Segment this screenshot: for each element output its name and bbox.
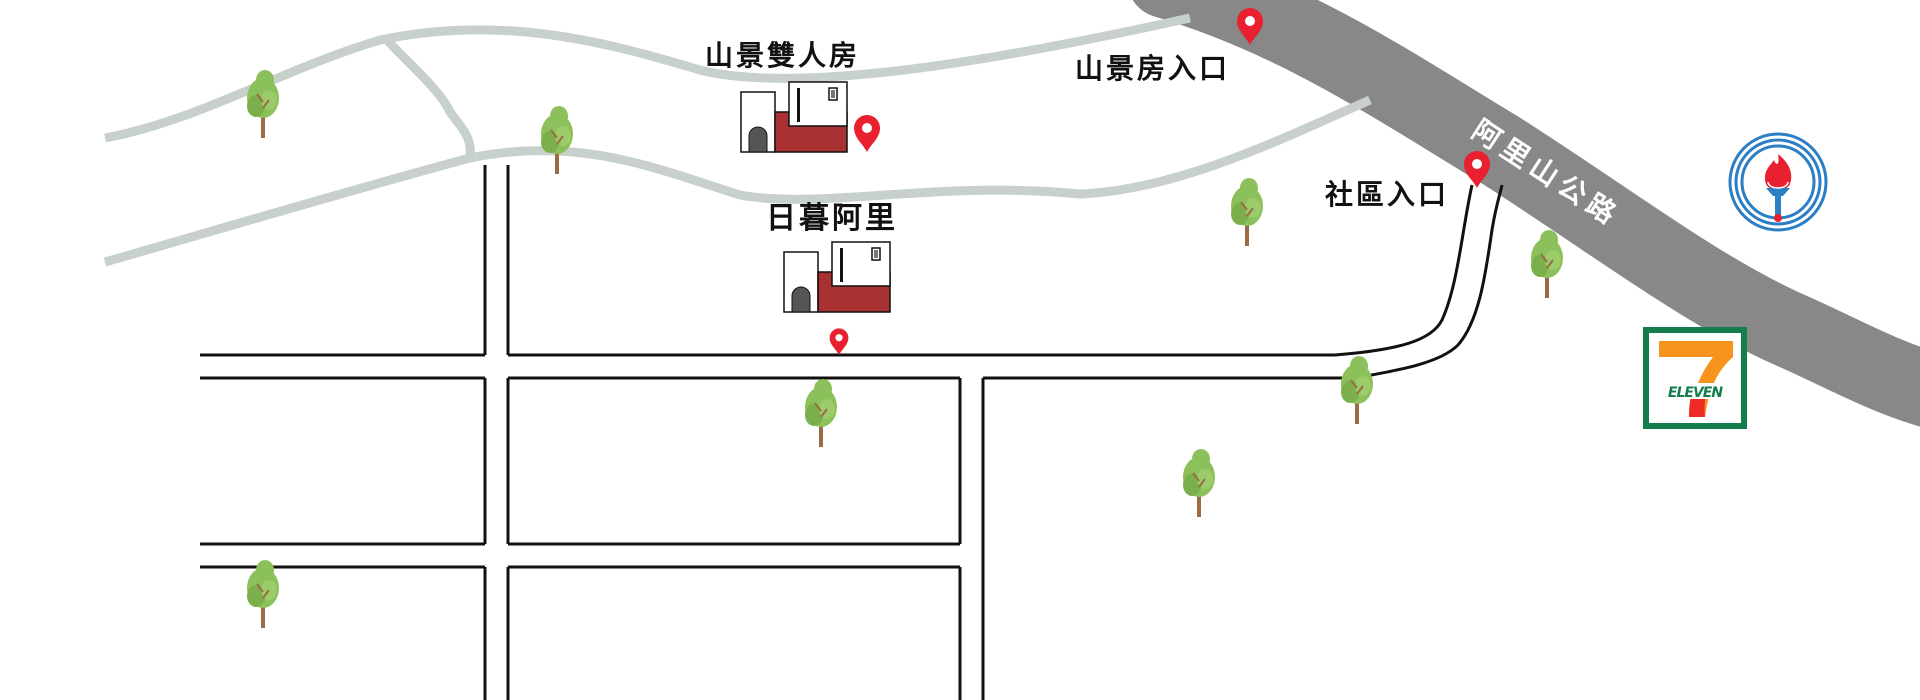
tree-icon	[1340, 355, 1374, 425]
community-entrance-label: 社區入口	[1325, 178, 1449, 211]
tree-icon	[804, 378, 838, 448]
building-icon	[740, 81, 848, 153]
tree-icon	[540, 105, 574, 175]
cpc-gas-logo[interactable]	[1728, 132, 1828, 232]
sunset-ali-label: 日暮阿里	[766, 201, 898, 236]
map-pin-icon[interactable]	[854, 115, 880, 152]
mountain-room-entrance-label: 山景房入口	[1075, 52, 1230, 85]
mountain-room-label: 山景雙人房	[705, 39, 860, 72]
street-grid	[200, 165, 1504, 700]
building-icon	[783, 241, 891, 313]
map-pin-icon[interactable]	[829, 328, 849, 355]
tree-icon	[1230, 177, 1264, 247]
seven-eleven-text: ELEVEN	[1668, 385, 1723, 401]
seven-eleven-logo[interactable]: ELEVEN	[1643, 327, 1747, 429]
tree-icon	[1530, 229, 1564, 299]
tree-icon	[1182, 448, 1216, 518]
alishan-highway	[1132, 0, 1920, 427]
tree-icon	[246, 559, 280, 629]
